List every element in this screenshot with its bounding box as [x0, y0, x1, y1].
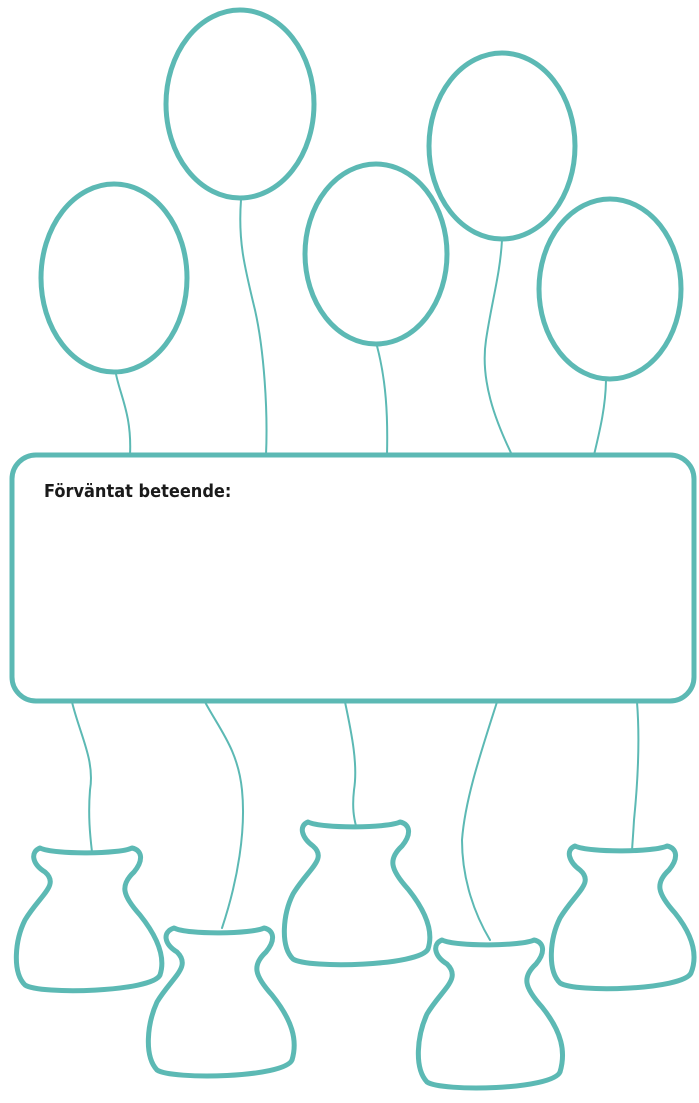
balloons [41, 10, 681, 379]
bag-string-5 [632, 702, 638, 852]
behavior-box: Förväntat beteende: [12, 455, 694, 701]
balloon-string-2 [240, 200, 266, 455]
balloon-1[interactable] [41, 184, 187, 372]
bag-2[interactable] [148, 928, 294, 1076]
balloon-string-5 [594, 378, 606, 455]
balloon-2[interactable] [166, 10, 314, 198]
bag-3[interactable] [284, 822, 429, 965]
bag-4[interactable] [418, 940, 562, 1088]
balloon-string-1 [116, 374, 130, 455]
balloon-string-4 [485, 240, 512, 455]
bags [16, 822, 694, 1088]
bag-1[interactable] [16, 848, 161, 991]
balloon-5[interactable] [539, 199, 681, 379]
balloon-4[interactable] [429, 53, 575, 239]
balloon-string-3 [377, 346, 387, 455]
bag-5[interactable] [551, 846, 694, 989]
bag-string-3 [345, 702, 356, 826]
behavior-box-label: Förväntat beteende: [44, 481, 231, 502]
bag-string-4 [462, 702, 497, 940]
bag-string-2 [205, 702, 243, 928]
bag-string-1 [72, 702, 92, 852]
balloon-3[interactable] [305, 164, 447, 344]
